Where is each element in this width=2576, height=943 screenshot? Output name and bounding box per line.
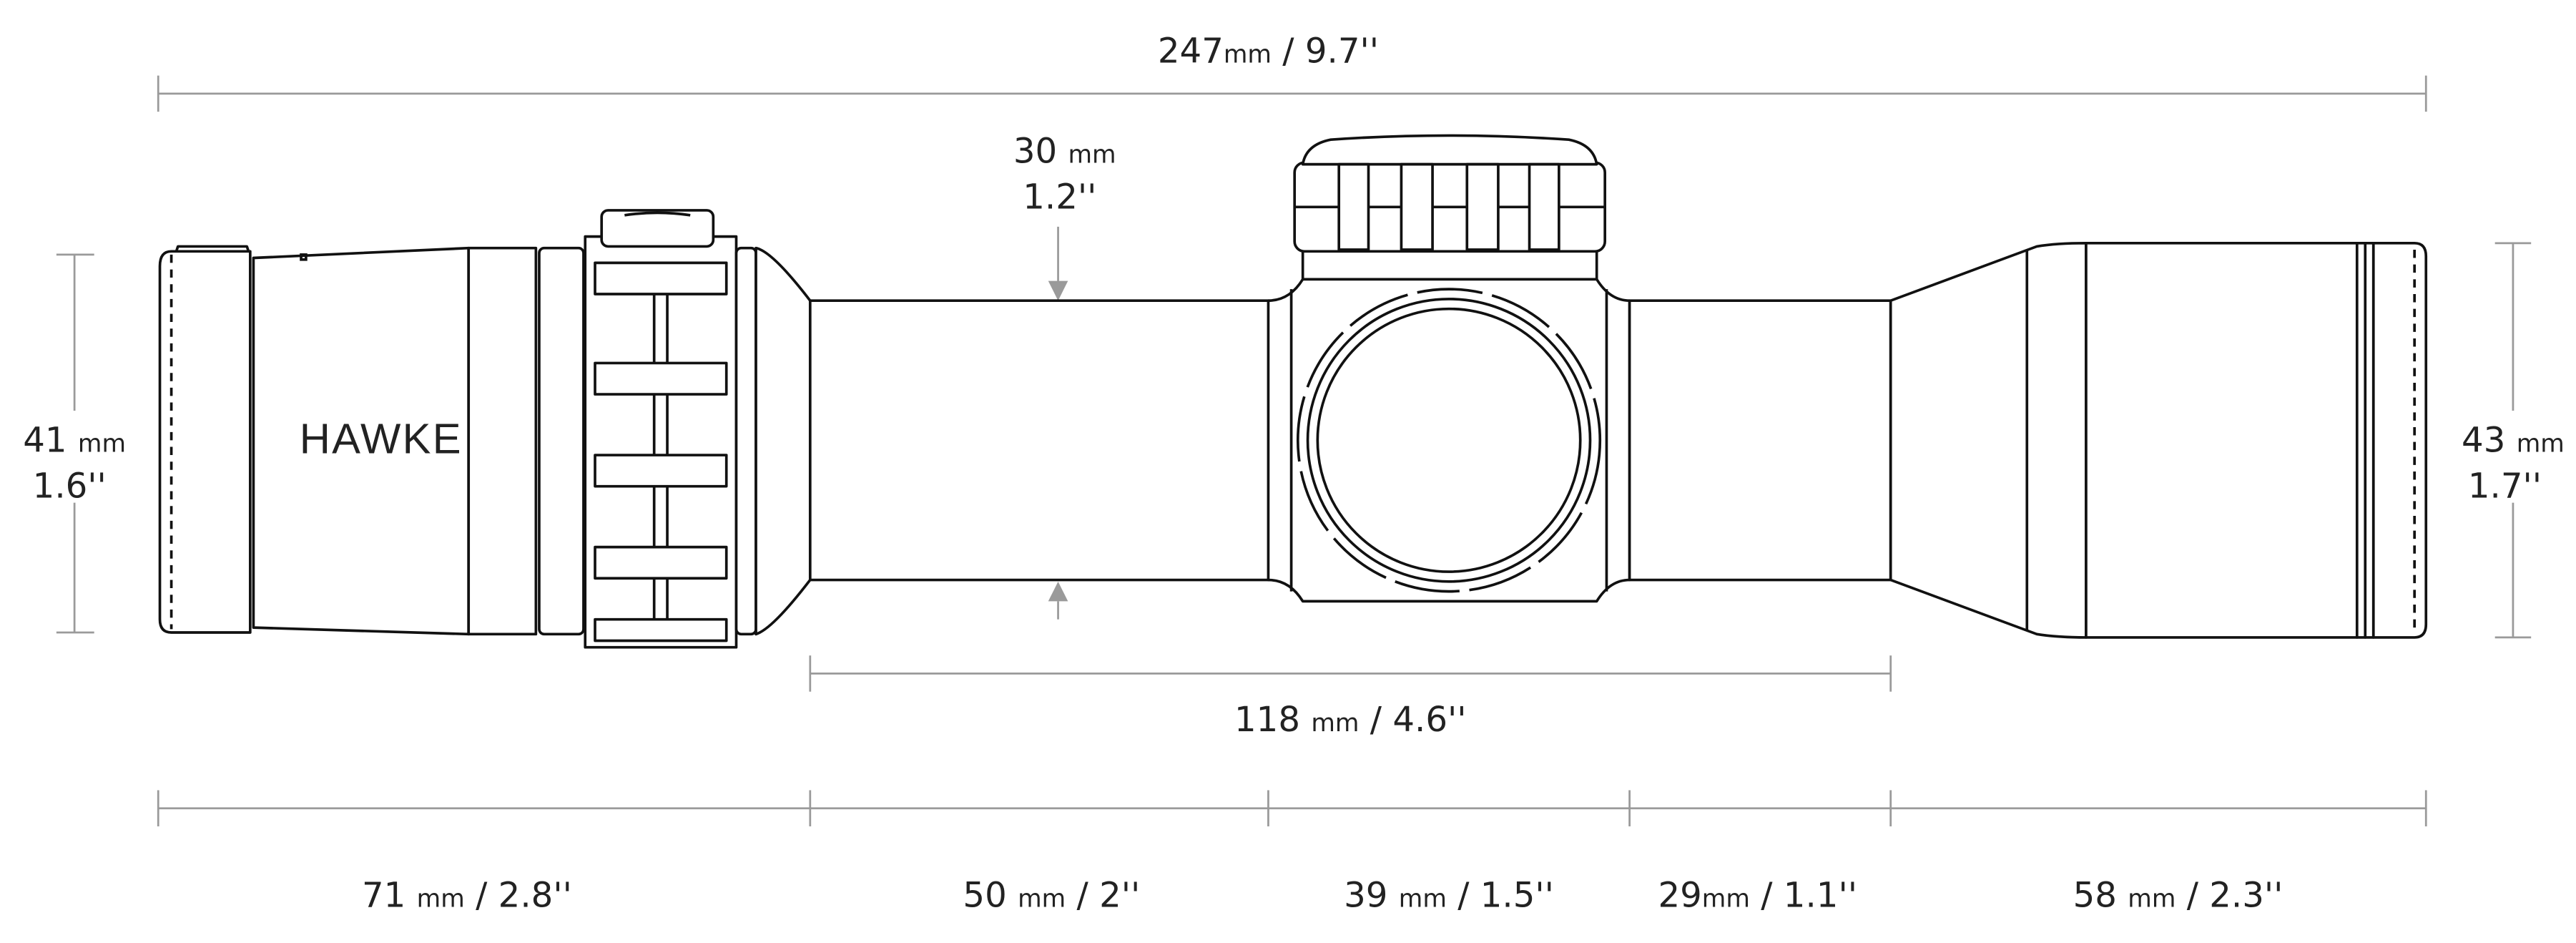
eyepiece-diameter-mm: 41 mm	[23, 420, 126, 460]
overall-length-label: 247mm / 9.7''	[1158, 31, 1379, 71]
objective-bell	[1889, 241, 2428, 639]
segment-label: 39 mm / 1.5''	[1344, 875, 1554, 915]
overall-length-dimension: 247mm / 9.7''	[157, 31, 2427, 112]
segment-label: 58 mm / 2.3''	[2073, 875, 2284, 915]
main-tube-rear	[808, 299, 1280, 582]
scope-outline: HAWKE	[158, 134, 2428, 649]
arrow-down-icon	[1048, 280, 1068, 301]
eyepiece-body: HAWKE	[252, 246, 585, 636]
magnification-ring	[584, 209, 757, 649]
objective-diameter-inch: 1.7''	[2468, 466, 2542, 507]
hawke-logo: HAWKE	[300, 415, 463, 463]
mounting-length-label: 118 mm / 4.6''	[1234, 700, 1466, 740]
eyepiece-cap	[158, 245, 252, 634]
tube-diameter-inch: 1.2''	[1023, 177, 1096, 218]
tube-diameter-dimension: 30 mm 1.2''	[1013, 131, 1116, 620]
tube-diameter-mm: 30 mm	[1013, 131, 1116, 171]
arrow-up-icon	[1048, 581, 1068, 602]
eyepiece-diameter-inch: 1.6''	[33, 466, 107, 507]
objective-diameter-mm: 43 mm	[2462, 420, 2565, 460]
main-tube-front	[1628, 299, 1892, 582]
segment-label: 29mm / 1.1''	[1658, 875, 1857, 915]
segment-dimensions: 71 mm / 2.8'' 50 mm / 2'' 39 mm / 1.5'' …	[157, 790, 2427, 915]
segment-label: 71 mm / 2.8''	[362, 875, 572, 915]
objective-diameter-dimension: 43 mm 1.7''	[2447, 242, 2576, 639]
eyepiece-diameter-dimension: 41 mm 1.6''	[9, 253, 140, 634]
segment-label: 50 mm / 2''	[963, 875, 1140, 915]
ocular-cone	[754, 246, 812, 636]
mounting-length-dimension: 118 mm / 4.6''	[809, 655, 1892, 740]
elevation-turret	[1293, 134, 1606, 281]
turret-saddle	[1267, 278, 1631, 603]
